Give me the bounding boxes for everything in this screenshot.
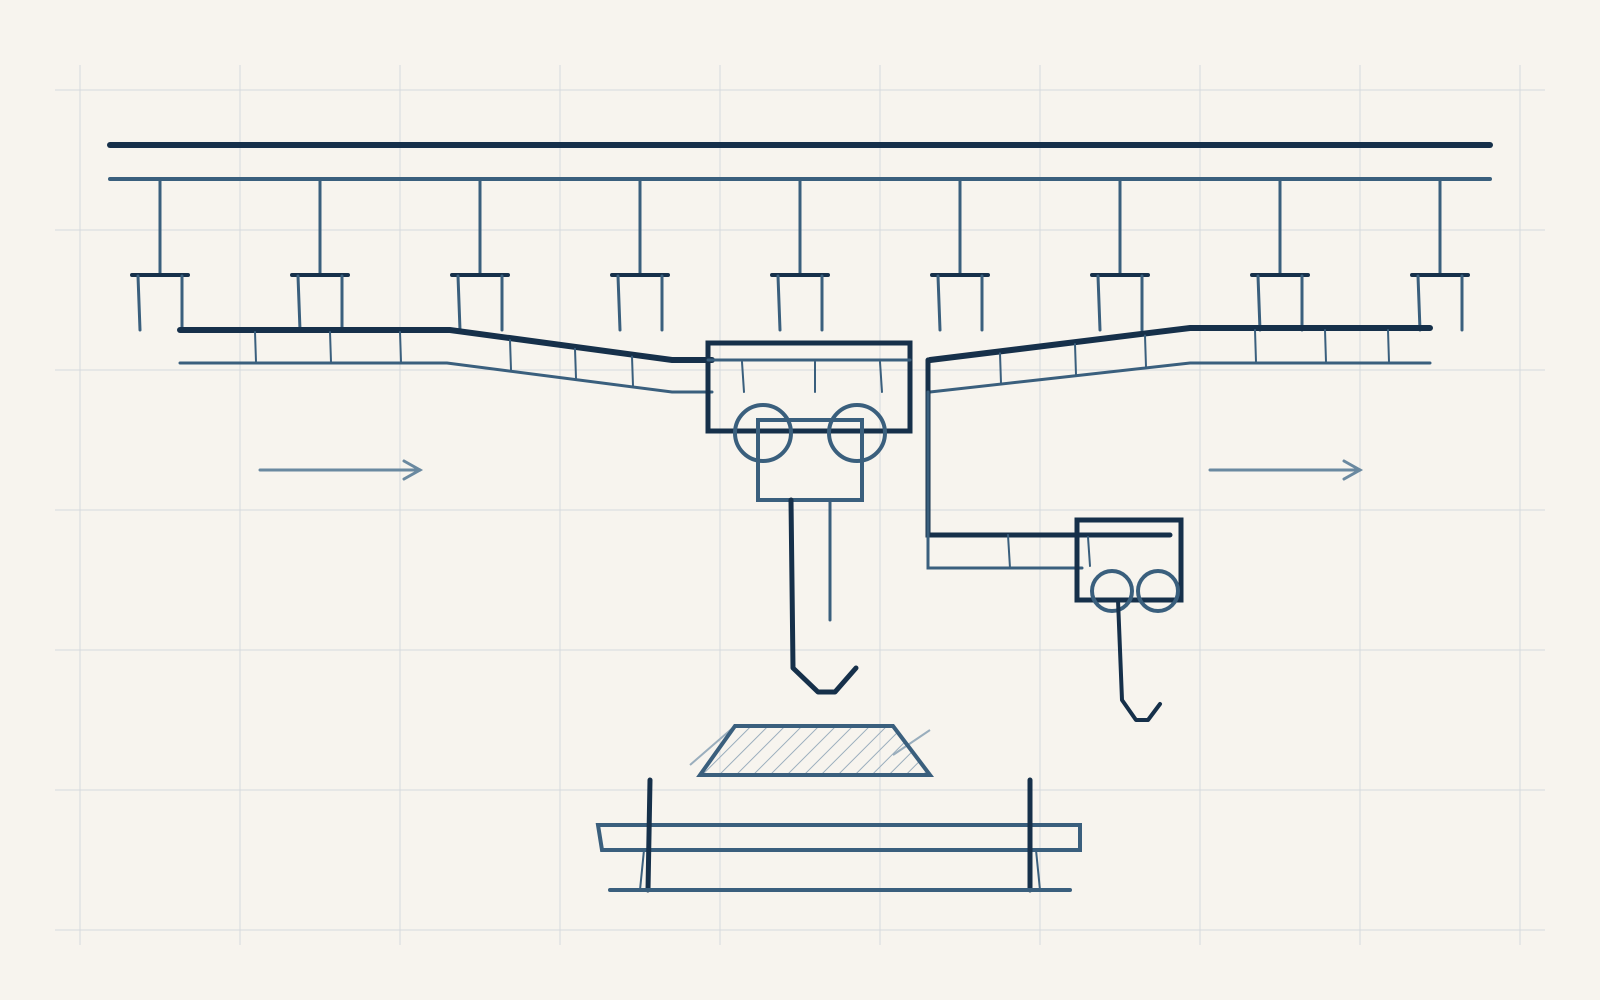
hanger-rod — [610, 178, 670, 332]
track-tie — [1144, 334, 1147, 369]
hatched-load — [689, 724, 935, 777]
trolley-wheel — [733, 403, 793, 463]
hanger-rod — [290, 178, 350, 332]
track-tie — [254, 331, 257, 363]
curved-track — [177, 325, 1433, 394]
hanger-rod — [450, 178, 510, 332]
track-tie — [631, 355, 634, 387]
track-tie — [999, 352, 1002, 385]
track-tie — [329, 331, 332, 363]
trolley-wheel — [827, 403, 887, 463]
branch-track — [925, 357, 1173, 570]
hanger-rod — [1090, 178, 1150, 332]
main-hook — [788, 497, 859, 695]
track-tie — [1324, 329, 1327, 363]
main-trolley — [705, 340, 913, 502]
track-tie — [574, 347, 577, 380]
hanger-rod — [1250, 178, 1310, 332]
track-tie — [509, 339, 512, 371]
trolley-wheel — [1136, 569, 1180, 613]
track-ties — [254, 329, 1390, 387]
direction-arrow-right — [1208, 459, 1364, 481]
trolley-wheel — [1090, 569, 1134, 613]
hanger-rod — [130, 178, 190, 332]
branch-trolley — [1074, 517, 1184, 613]
hanger-rod — [770, 178, 830, 332]
hanger-rod — [1410, 178, 1470, 332]
track-tie — [1387, 329, 1390, 363]
work-table — [595, 777, 1082, 893]
track-tie — [1254, 329, 1257, 363]
track-tie — [399, 331, 402, 363]
direction-arrow-left — [258, 459, 424, 481]
grid — [55, 65, 1545, 945]
branch-hook — [1116, 598, 1162, 722]
hanger-group — [130, 178, 1470, 332]
track-tie — [1074, 343, 1077, 376]
hanger-rod — [930, 178, 990, 332]
